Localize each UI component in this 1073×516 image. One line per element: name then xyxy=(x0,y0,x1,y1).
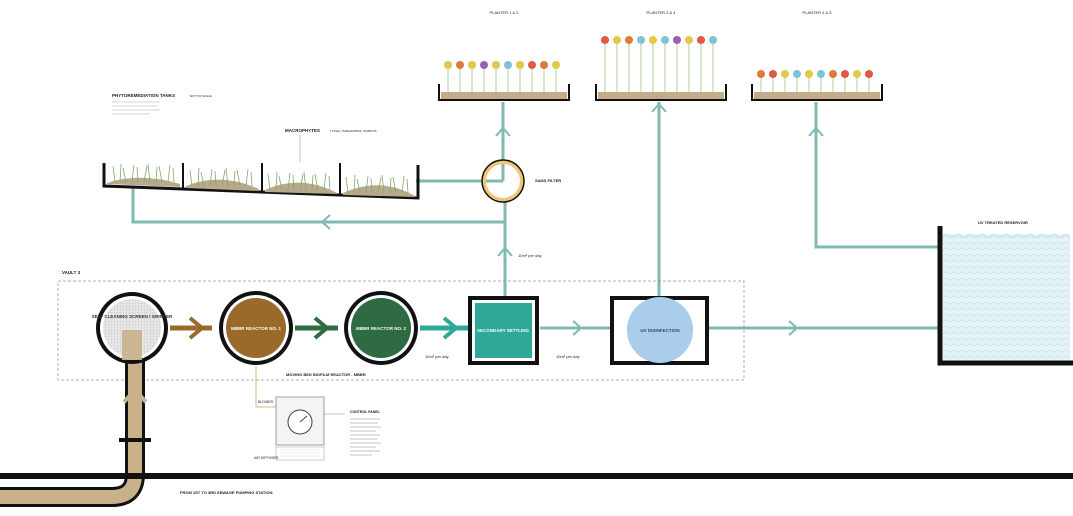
flow-label-bio-settling: 10m³ per day xyxy=(425,354,449,359)
planter-3 xyxy=(751,70,883,101)
phyto-tank-note: NOT TO SCALE xyxy=(190,94,212,98)
phyto-note-lines xyxy=(112,101,160,115)
clean-water-pipes xyxy=(131,102,940,330)
reservoir xyxy=(937,226,1073,366)
reservoir-label: UV TREATED RESERVOIR xyxy=(978,220,1028,225)
inset-label-blower: BLOWER xyxy=(258,400,274,404)
phyto-tank-title: PHYTOREMEDIATION TANKS xyxy=(112,93,175,98)
macrophytes-label: MACROPHYTES xyxy=(285,128,320,133)
flow-label-settling-up: 10m³ per day xyxy=(518,253,542,258)
process-connectors xyxy=(170,316,610,340)
bioreactor-1-node: MBBR REACTOR NO. 1 xyxy=(219,291,293,365)
phyto-tanks xyxy=(102,163,420,200)
ground-line xyxy=(0,473,1073,479)
uv-node: UV DISINFECTION xyxy=(610,296,709,365)
flow-arrows xyxy=(321,103,824,336)
bio1-label: MBBR REACTOR NO. 1 xyxy=(231,326,281,331)
sand-filter xyxy=(481,159,525,203)
screen-node: SELF CLEANING SCREEN / GRINDER xyxy=(92,292,174,364)
bioreactor-2-node: MBBR REACTOR NO. 2 xyxy=(344,291,418,365)
sewage-source-label: FROM 1ST TO 3RD SEWAGE PUMPING STATION xyxy=(180,490,273,495)
inset-label-control: CONTROL PANEL xyxy=(350,410,381,414)
planter-3-label: PLANTER 4 & 5 xyxy=(803,10,833,15)
sand-filter-label: SAND FILTER xyxy=(535,178,561,183)
mbbr-caption: MOVING BED BIOFILM REACTOR - MBBR xyxy=(286,372,366,377)
vault-label: VAULT 3 xyxy=(62,270,81,275)
vault-box xyxy=(57,280,745,381)
screen-label: SELF CLEANING SCREEN / GRINDER xyxy=(92,314,174,319)
planter-2 xyxy=(595,36,727,101)
bio2-label: MBBR REACTOR NO. 2 xyxy=(356,326,406,331)
planter-2-label: PLANTER 3 & 4 xyxy=(647,10,677,15)
macrophytes-note: TYPHA, PHRAGMITES, SCIRPUS xyxy=(330,129,377,133)
inset-label-diffuser: AIR DIFFUSER xyxy=(254,456,279,460)
settling-node: SECONDARY SETTLING xyxy=(468,296,539,365)
planter-1 xyxy=(438,61,570,101)
flow-label-settling-uv: 10m³ per day xyxy=(556,354,580,359)
planter-1-label: PLANTER 1 & 2 xyxy=(490,10,520,15)
equipment-inset xyxy=(255,366,381,461)
settling-label: SECONDARY SETTLING xyxy=(477,328,530,333)
uv-label: UV DISINFECTION xyxy=(640,328,679,333)
